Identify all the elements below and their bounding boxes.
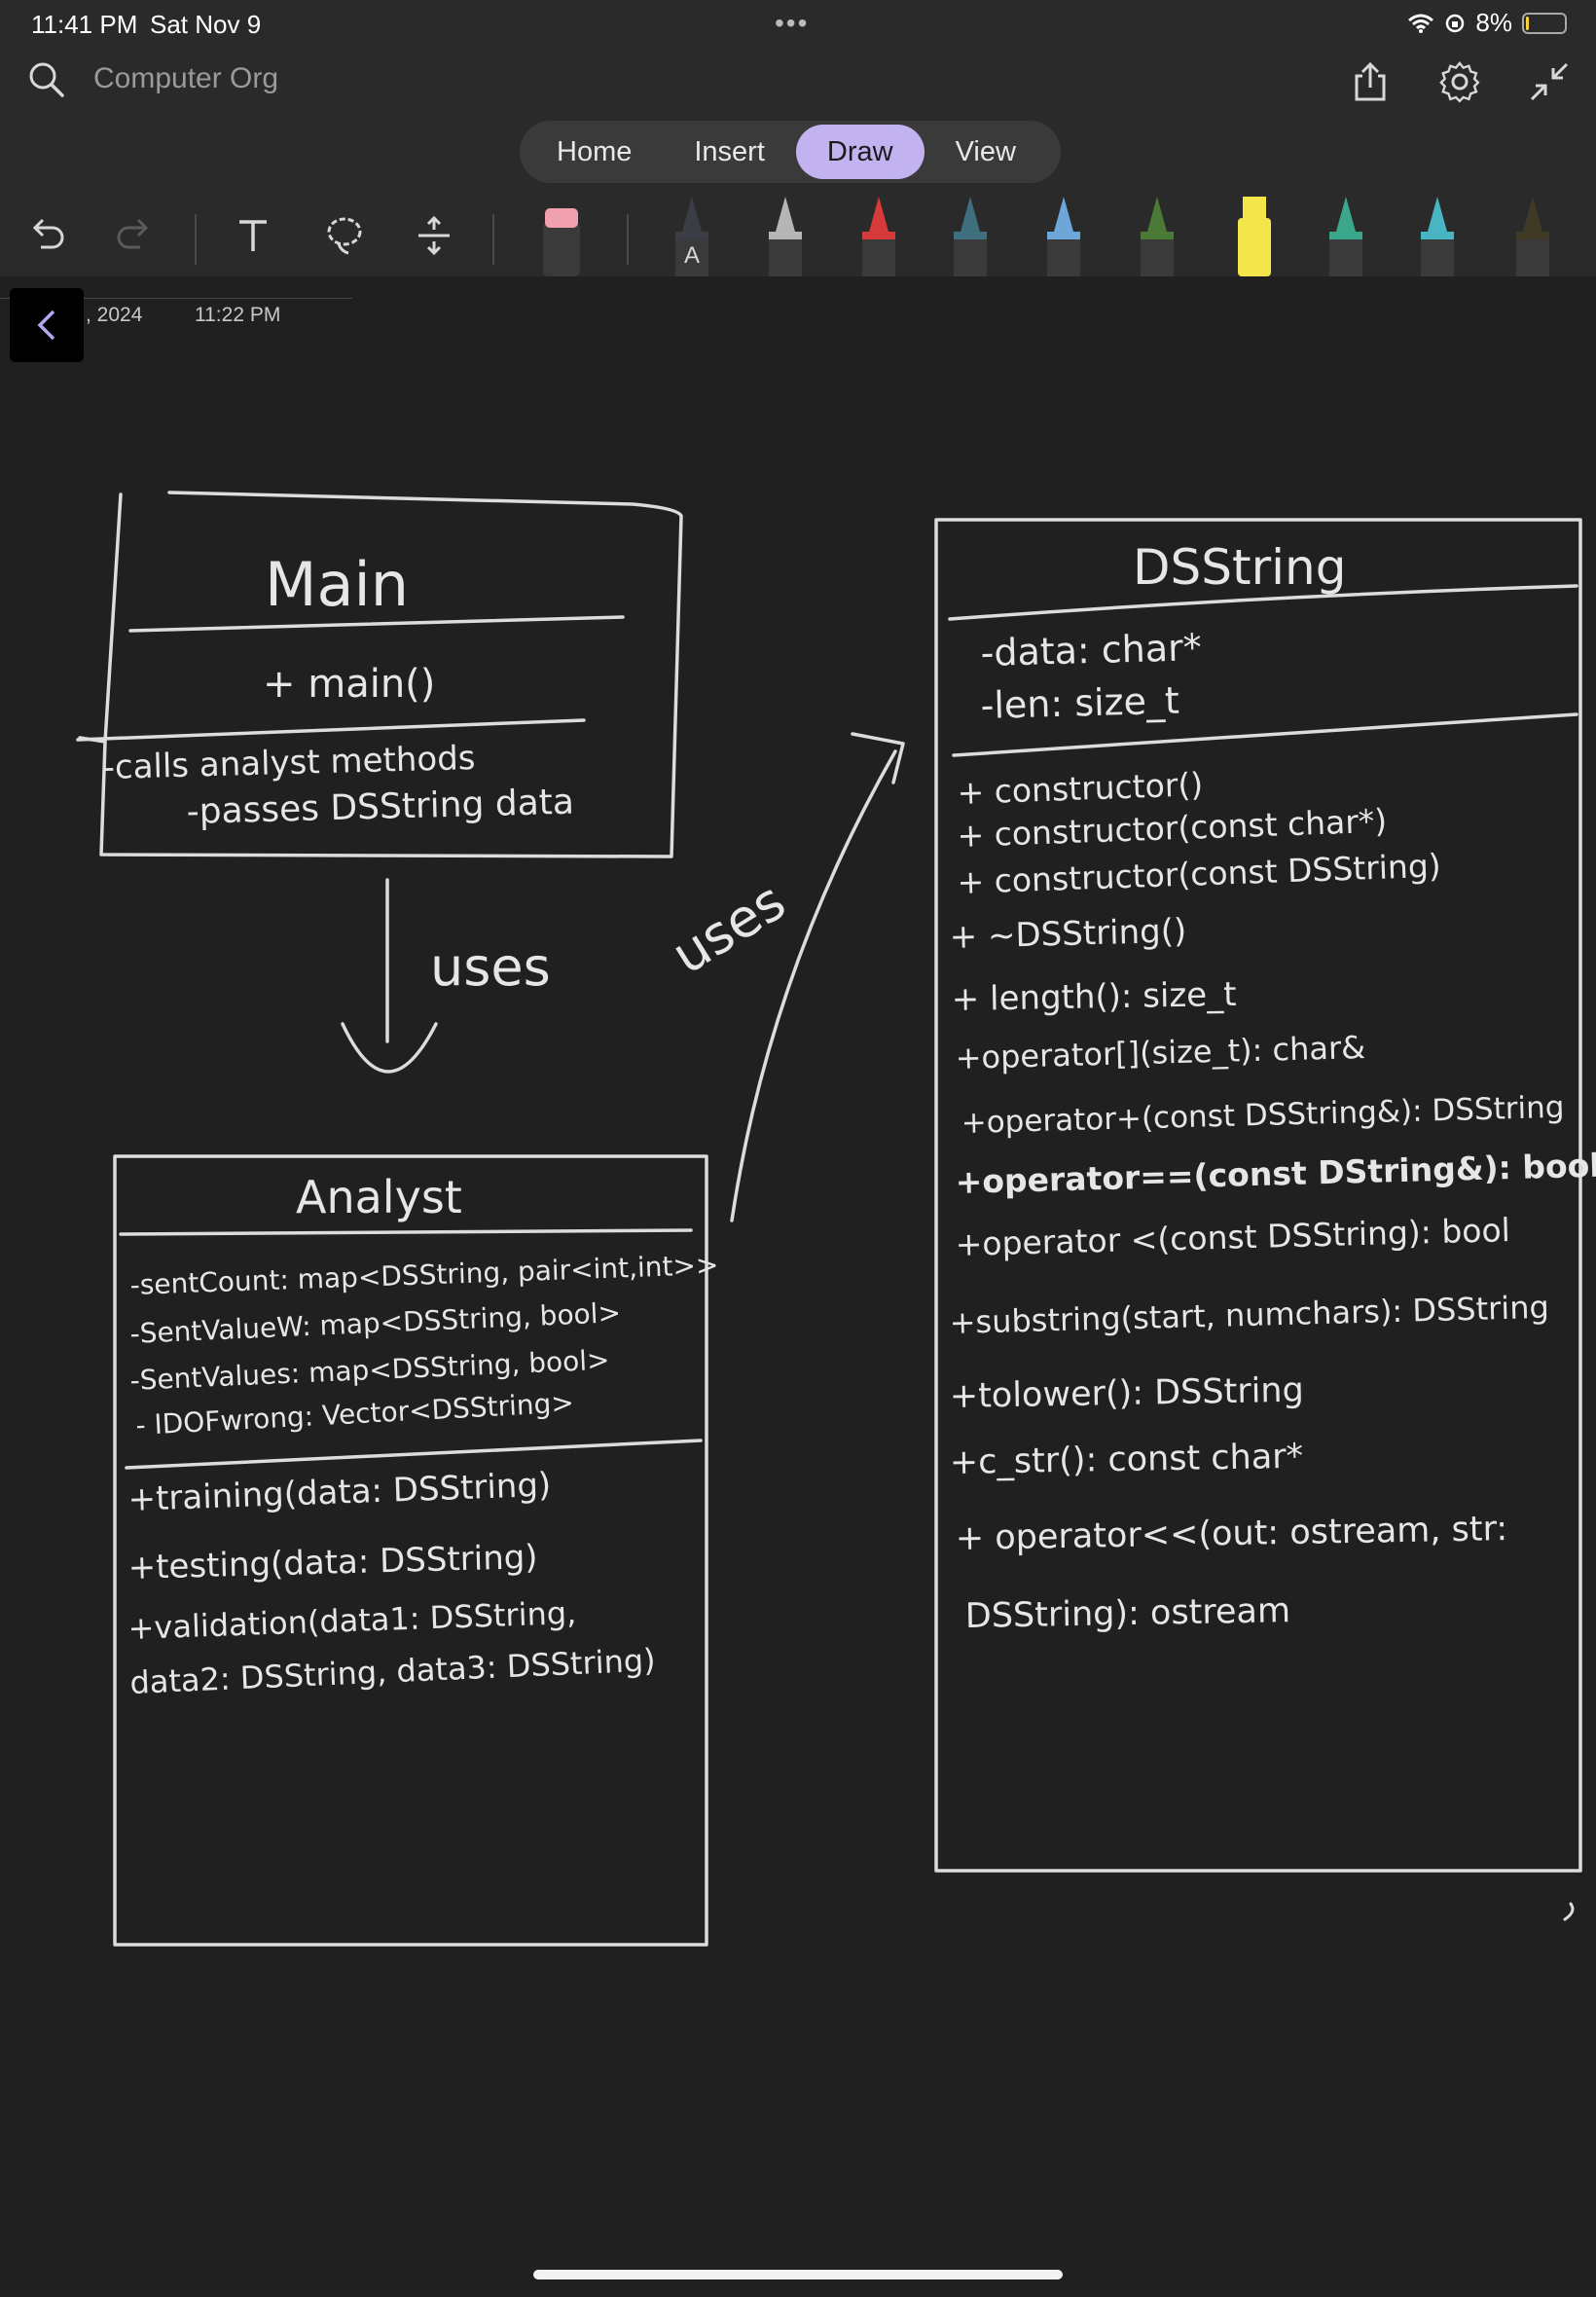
dsstring-method-12: +c_str(): const char* — [949, 1438, 1303, 1482]
search-icon[interactable] — [27, 60, 66, 99]
analyst-attr-divider — [125, 1439, 703, 1470]
share-icon[interactable] — [1343, 55, 1397, 109]
analyst-attr-2: -SentValueW: map<DSString, bool> — [129, 1296, 622, 1350]
pen-green-icon[interactable] — [1131, 193, 1183, 290]
toolbar-divider — [492, 214, 494, 265]
multitask-dots-icon[interactable]: ••• — [775, 8, 810, 38]
dsstring-method-13: + operator<<(out: ostream, str: — [955, 1510, 1507, 1558]
app-header: Computer Org Home Insert Draw View — [0, 47, 1596, 290]
uses-label-diag: uses — [662, 870, 796, 986]
uses-label-down: uses — [430, 936, 551, 998]
insert-space-icon[interactable] — [405, 206, 463, 265]
analyst-attr-4: - IDOFwrong: Vector<DSString> — [135, 1386, 575, 1441]
dsstring-method-1: + constructor() — [957, 765, 1204, 812]
analyst-method-4: data2: DSString, data3: DSString) — [129, 1641, 657, 1701]
page-date: , 2024 — [86, 304, 143, 326]
dsstring-class-title: DSString — [1133, 539, 1346, 596]
battery-percent: 8% — [1475, 8, 1512, 37]
main-title-divider — [128, 615, 625, 633]
dsstring-attr-divider — [952, 712, 1578, 757]
toolbar-divider — [627, 214, 629, 265]
main-note-1: -calls analyst methods — [102, 739, 476, 787]
dsstring-method-7: +operator+(const DSString&): DSString — [961, 1090, 1565, 1141]
dsstring-title-divider — [948, 584, 1578, 621]
dsstring-method-3: + constructor(const DSString) — [957, 847, 1441, 901]
pen-red-icon[interactable] — [852, 193, 905, 290]
status-time: 11:41 PM — [31, 10, 138, 39]
dsstring-method-6: +operator[](size_t): char& — [955, 1029, 1365, 1076]
main-method-divider — [76, 718, 586, 742]
notebook-title[interactable]: Computer Org — [93, 62, 279, 94]
dsstring-method-10: +substring(start, numchars): DSString — [949, 1289, 1549, 1341]
note-canvas[interactable]: , 2024 11:22 PM — [0, 276, 1596, 2297]
home-indicator[interactable] — [533, 2270, 1063, 2279]
uses-diag-arrow-shaft — [730, 749, 897, 1222]
status-indicators: 8% — [1407, 8, 1567, 38]
status-bar: 11:41 PM Sat Nov 9 ••• 8% — [0, 0, 1596, 47]
collapse-icon[interactable] — [1522, 55, 1577, 109]
redo-icon[interactable] — [105, 206, 163, 265]
pen-cyan-icon[interactable] — [1411, 193, 1464, 290]
dsstring-method-14: DSString): ostream — [964, 1591, 1290, 1636]
battery-level — [1526, 16, 1529, 30]
undo-icon[interactable] — [18, 206, 76, 265]
lasso-icon[interactable] — [315, 206, 374, 265]
dsstring-method-2: + constructor(const char*) — [957, 802, 1388, 855]
title-underline — [0, 298, 352, 299]
ink-mark — [1563, 1902, 1575, 1921]
pen-dark-olive-icon[interactable] — [1506, 193, 1559, 290]
eraser-icon[interactable] — [535, 193, 588, 276]
pen-light-blue-icon[interactable] — [1037, 193, 1090, 290]
tab-draw[interactable]: Draw — [795, 125, 925, 179]
analyst-method-3: +validation(data1: DSString, — [127, 1594, 577, 1647]
analyst-method-1: +training(data: DSString) — [127, 1466, 552, 1519]
analyst-method-2: +testing(data: DSString) — [127, 1538, 538, 1587]
dsstring-method-9: +operator <(const DSString): bool — [955, 1211, 1510, 1263]
analyst-box-outline — [113, 1154, 708, 1947]
handwritten-uml-diagram: Main + main() -calls analyst methods -pa… — [76, 491, 1596, 1947]
analyst-attr-1: -sentCount: map<DSString, pair<int,int>> — [129, 1249, 719, 1301]
status-date: Sat Nov 9 — [150, 10, 262, 39]
wifi-icon — [1408, 14, 1434, 33]
analyst-class-title: Analyst — [296, 1171, 462, 1223]
dsstring-method-8: +operator==(const DString&): bool — [955, 1147, 1596, 1201]
back-button[interactable] — [10, 288, 84, 362]
uses-diag-arrow-head — [851, 732, 905, 784]
pen-gray-icon[interactable] — [759, 193, 812, 290]
draw-toolbar: A — [0, 193, 1596, 290]
battery-icon — [1522, 12, 1567, 34]
dsstring-method-4: + ~DSString() — [949, 912, 1187, 957]
svg-text:A: A — [684, 242, 700, 269]
analyst-title-divider — [119, 1228, 693, 1236]
dsstring-attr-2: -len: size_t — [980, 679, 1179, 727]
main-note-2: -passes DSString data — [186, 783, 574, 832]
orientation-lock-icon — [1446, 14, 1465, 32]
chevron-left-icon — [37, 310, 55, 341]
tab-insert[interactable]: Insert — [694, 135, 765, 167]
main-method: + main() — [263, 662, 435, 707]
ribbon-tabs: Home Insert Draw View — [520, 121, 1061, 183]
dsstring-method-5: + length(): size_t — [951, 975, 1236, 1019]
toolbar-divider — [195, 214, 197, 265]
dsstring-attr-1: -data: char* — [980, 626, 1202, 675]
pen-auto-icon[interactable]: A — [666, 193, 718, 290]
main-class-title: Main — [265, 549, 409, 620]
text-tool-icon[interactable] — [224, 206, 282, 265]
page-time: 11:22 PM — [195, 304, 281, 326]
pen-teal-icon[interactable] — [944, 193, 997, 290]
dsstring-method-11: +tolower(): DSString — [949, 1371, 1304, 1416]
dsstring-box-outline — [934, 518, 1582, 1873]
tab-home[interactable]: Home — [557, 135, 633, 167]
tab-view[interactable]: View — [955, 135, 1016, 167]
pen-teal-green-icon[interactable] — [1320, 193, 1372, 290]
uses-arrow-head — [341, 1022, 438, 1074]
highlighter-yellow-icon[interactable] — [1228, 193, 1281, 276]
gear-icon[interactable] — [1433, 55, 1487, 109]
